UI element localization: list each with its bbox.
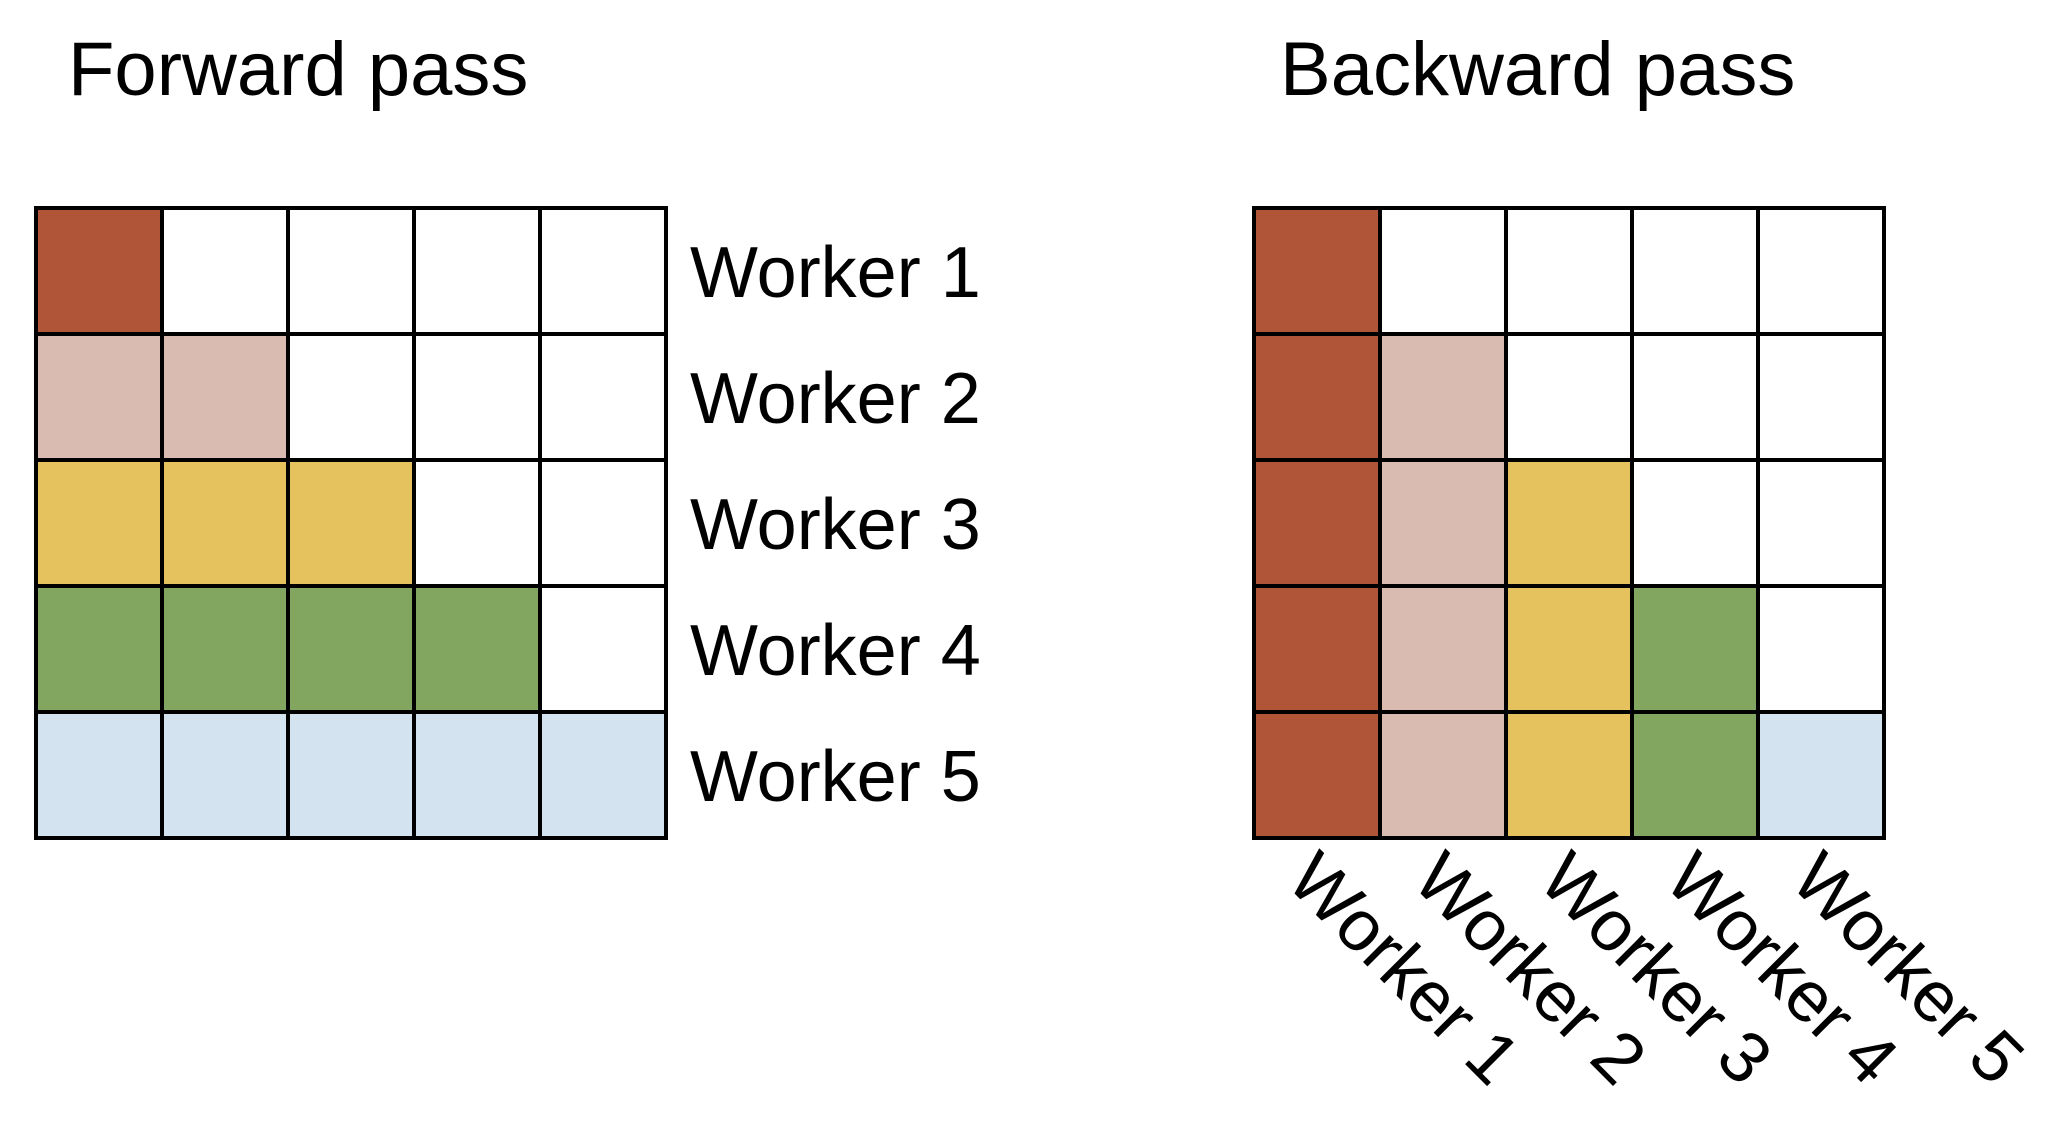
forward-pass-title: Forward pass — [68, 27, 528, 112]
backward-cell-r5-c2 — [1378, 710, 1508, 840]
forward-cell-r2-c5 — [538, 332, 668, 462]
forward-cell-r1-c5 — [538, 206, 668, 336]
backward-cell-r5-c4 — [1630, 710, 1760, 840]
backward-cell-r4-c3 — [1504, 584, 1634, 714]
backward-cell-r2-c3 — [1504, 332, 1634, 462]
forward-cell-r5-c4 — [412, 710, 542, 840]
forward-cell-r4-c4 — [412, 584, 542, 714]
forward-row-label-1: Worker 1 — [690, 233, 981, 313]
forward-cell-r5-c2 — [160, 710, 290, 840]
backward-cell-r3-c4 — [1630, 458, 1760, 588]
backward-cell-r3-c1 — [1252, 458, 1382, 588]
forward-row-label-5: Worker 5 — [690, 737, 981, 817]
backward-cell-r5-c3 — [1504, 710, 1634, 840]
forward-row-label-4: Worker 4 — [690, 611, 981, 691]
backward-cell-r1-c4 — [1630, 206, 1760, 336]
backward-cell-r4-c5 — [1756, 584, 1886, 714]
forward-cell-r3-c3 — [286, 458, 416, 588]
forward-cell-r4-c2 — [160, 584, 290, 714]
backward-cell-r1-c3 — [1504, 206, 1634, 336]
forward-cell-r2-c2 — [160, 332, 290, 462]
forward-row-labels: Worker 1 Worker 2 Worker 3 Worker 4 Worker 5 — [690, 233, 981, 817]
forward-cell-r1-c1 — [34, 206, 164, 336]
forward-cell-r2-c1 — [34, 332, 164, 462]
backward-cell-r3-c5 — [1756, 458, 1886, 588]
forward-row-label-3: Worker 3 — [690, 485, 981, 565]
forward-row-label-2: Worker 2 — [690, 359, 981, 439]
forward-cell-r2-c4 — [412, 332, 542, 462]
backward-cell-r2-c2 — [1378, 332, 1508, 462]
backward-cell-r2-c5 — [1756, 332, 1886, 462]
forward-cell-r1-c3 — [286, 206, 416, 336]
backward-cell-r3-c2 — [1378, 458, 1508, 588]
backward-cell-r4-c4 — [1630, 584, 1760, 714]
forward-cell-r3-c4 — [412, 458, 542, 588]
backward-cell-r1-c5 — [1756, 206, 1886, 336]
backward-cell-r2-c1 — [1252, 332, 1382, 462]
forward-cell-r5-c1 — [34, 710, 164, 840]
backward-cell-r2-c4 — [1630, 332, 1760, 462]
backward-cell-r4-c2 — [1378, 584, 1508, 714]
forward-cell-r5-c3 — [286, 710, 416, 840]
forward-cell-r2-c3 — [286, 332, 416, 462]
forward-pass-grid — [34, 206, 668, 840]
forward-cell-r3-c1 — [34, 458, 164, 588]
backward-pass-title: Backward pass — [1280, 27, 1795, 112]
forward-cell-r4-c5 — [538, 584, 668, 714]
forward-cell-r5-c5 — [538, 710, 668, 840]
backward-cell-r3-c3 — [1504, 458, 1634, 588]
backward-cell-r4-c1 — [1252, 584, 1382, 714]
forward-cell-r4-c3 — [286, 584, 416, 714]
backward-cell-r5-c1 — [1252, 710, 1382, 840]
backward-cell-r5-c5 — [1756, 710, 1886, 840]
backward-pass-grid — [1252, 206, 1886, 840]
forward-cell-r1-c4 — [412, 206, 542, 336]
forward-cell-r3-c5 — [538, 458, 668, 588]
backward-cell-r1-c2 — [1378, 206, 1508, 336]
backward-cell-r1-c1 — [1252, 206, 1382, 336]
forward-cell-r4-c1 — [34, 584, 164, 714]
forward-cell-r3-c2 — [160, 458, 290, 588]
forward-cell-r1-c2 — [160, 206, 290, 336]
